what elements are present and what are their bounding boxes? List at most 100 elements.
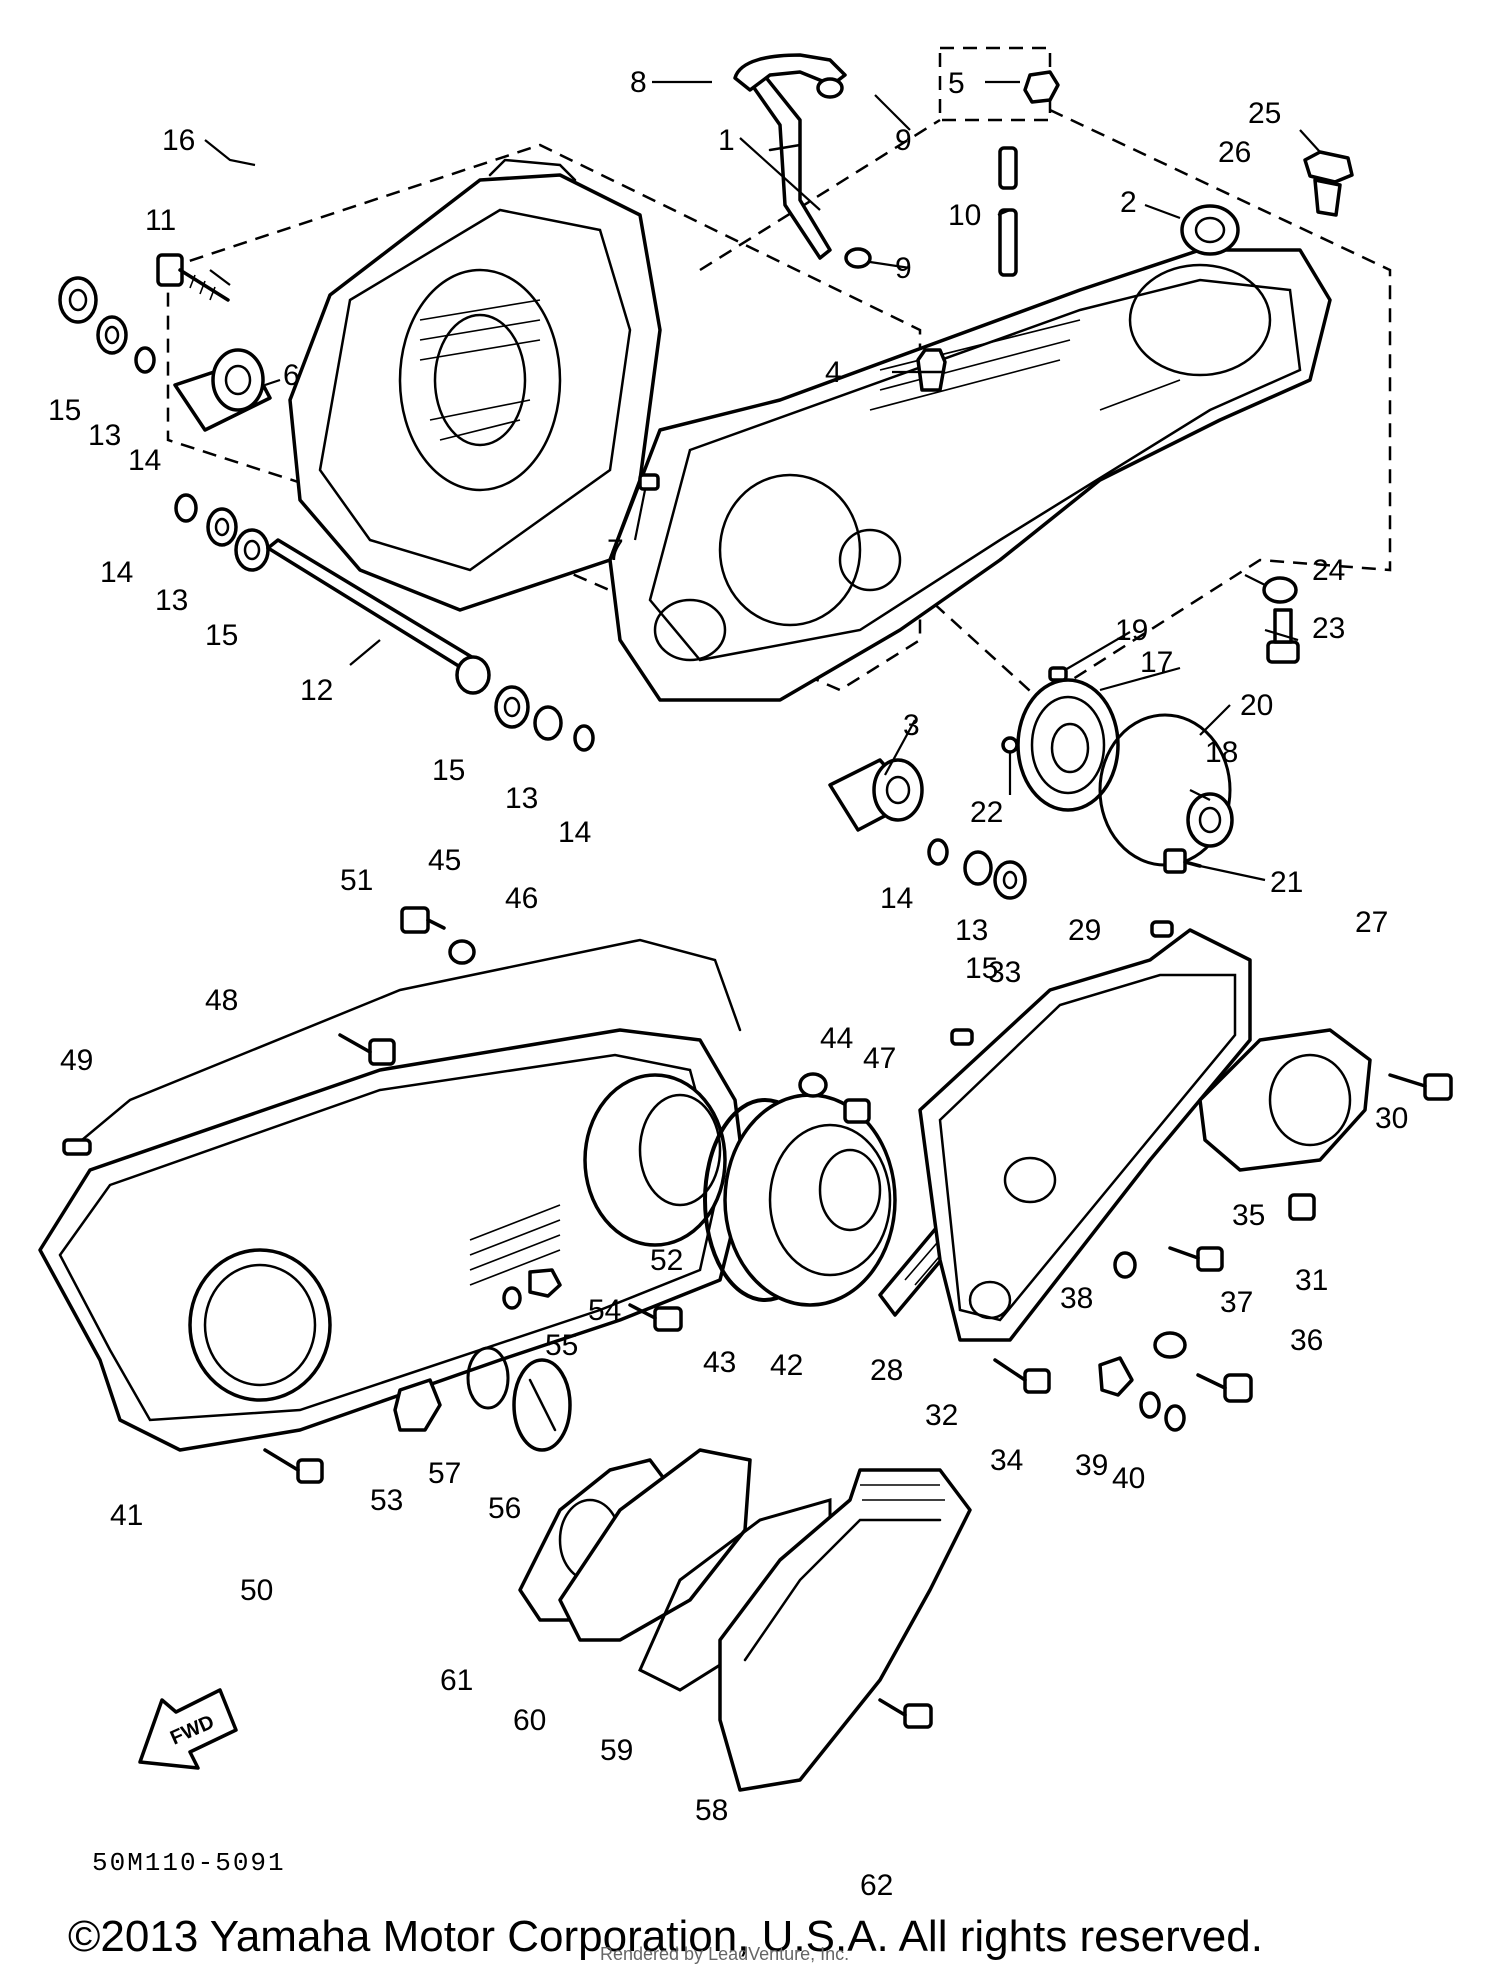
callout-16: 16 [162,124,195,157]
bolt-52 [628,1303,683,1332]
callout-34: 34 [990,1444,1023,1477]
callout-59: 59 [600,1734,633,1767]
callout-45: 45 [428,844,461,877]
leader-lines [204,80,1321,882]
callout-62: 62 [860,1869,893,1902]
assembly-outline-right-crankcase [929,108,1392,702]
dowel-22 [1001,736,1019,754]
fwd-arrow-icon: FWD [138,1688,238,1770]
callout-3: 3 [903,709,920,742]
callout-23: 23 [1312,612,1345,645]
o-ring-38 [1113,1251,1137,1279]
callout-1: 1 [718,124,735,157]
callout-52: 52 [650,1244,683,1277]
callout-labels: 1 2 3 4 5 6 7 8 9 9 10 11 12 13 13 13 13… [48,66,1408,1902]
callout-44: 44 [820,1022,853,1055]
bolt-34 [993,1358,1051,1394]
washer-13-right [963,850,993,886]
callout-41: 41 [110,1499,143,1532]
seal-15-middle [494,685,530,729]
crankcase-left [288,158,662,612]
shaft-12 [266,538,491,695]
callout-13-right: 13 [955,914,988,947]
bearing-18 [1186,792,1234,848]
callout-38: 38 [1060,1282,1093,1315]
callout-43: 43 [703,1346,736,1379]
callout-15-middle: 15 [432,754,465,787]
callout-48: 48 [205,984,238,1017]
nut-37 [1153,1331,1187,1359]
callout-56: 56 [488,1492,521,1525]
cap-56 [512,1358,572,1452]
callout-22: 22 [970,796,1003,829]
assembly-outline-left-crankcase [166,143,922,692]
oil-seal-hose-8 [733,53,847,260]
bearing-3 [828,758,924,832]
callout-14-right: 14 [880,882,913,915]
callout-29: 29 [1068,914,1101,947]
dowel-29 [1150,920,1174,938]
callout-57: 57 [428,1457,461,1490]
callout-5: 5 [948,67,965,100]
bolt-30 [1388,1073,1453,1101]
bolt-62 [878,1698,933,1729]
callout-28: 28 [870,1354,903,1387]
callout-35: 35 [1232,1199,1265,1232]
circlip-14-left [174,493,198,523]
cover-42 [723,1093,897,1307]
washer-13-left [206,507,238,547]
air-duct-58 [718,1468,972,1792]
callout-13-upper: 13 [88,419,121,452]
bolt-21 [1163,848,1202,874]
watermark-text: Rendered by LeadVenture, Inc. [600,1944,850,1964]
dowel-19 [1048,666,1068,682]
bolt-47 [843,1098,871,1124]
crankcase-right [608,248,1332,702]
callout-10: 10 [948,199,981,232]
hose-clamp-9-upper [816,77,844,99]
callout-12: 12 [300,674,333,707]
diagram-code: 50M110-5091 [92,1848,286,1878]
callout-54: 54 [588,1294,621,1327]
callout-25: 25 [1248,97,1281,130]
cover-27 [1198,1028,1372,1172]
callout-26: 26 [1218,136,1251,169]
callout-14-left: 14 [100,556,133,589]
seal-15-left [234,528,270,572]
callout-39: 39 [1075,1449,1108,1482]
copyright-notice: ©2013 Yamaha Motor Corporation, U.S.A. A… [68,1912,1263,1961]
callout-61: 61 [440,1664,473,1697]
o-ring-40 [1139,1391,1186,1432]
dowel-44 [798,1072,828,1098]
callout-47: 47 [863,1042,896,1075]
callout-14-middle: 14 [558,816,591,849]
circlip-14-middle [573,724,595,752]
drain-bolt-25 [1303,150,1354,217]
callout-60: 60 [513,1704,546,1737]
washer-13-upper [96,315,128,355]
dowel-33 [950,1028,974,1046]
bolt-11 [156,253,230,302]
assembly-outline-hoses [699,46,1052,272]
callout-50: 50 [240,1574,273,1607]
callout-24: 24 [1312,554,1345,587]
callout-27: 27 [1355,906,1388,939]
nut-24 [1262,576,1298,604]
breather-joint-5 [1023,70,1060,104]
washer-46 [448,939,476,965]
washer-13-middle [533,705,563,741]
callout-33: 33 [988,956,1021,989]
seal-15-upper [58,276,98,324]
callout-49: 49 [60,1044,93,1077]
callout-36: 36 [1290,1324,1323,1357]
bolt-50 [263,1448,324,1484]
callout-51: 51 [340,864,373,897]
dowel-7 [638,473,660,491]
bearing-2 [1180,204,1240,256]
o-ring-55 [502,1286,522,1310]
callout-9-lower: 9 [895,252,912,285]
plug-39 [1098,1356,1134,1397]
fitting-54 [528,1268,562,1298]
callout-30: 30 [1375,1102,1408,1135]
callout-31: 31 [1295,1264,1328,1297]
